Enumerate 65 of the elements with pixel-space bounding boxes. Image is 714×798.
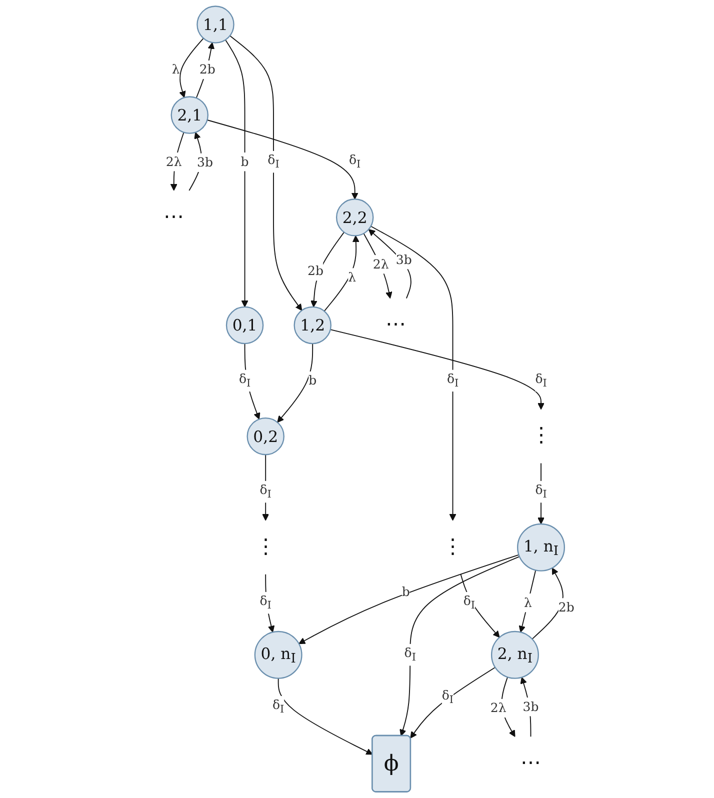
arrow [518,570,536,633]
node-circle: 0,1 [225,306,264,344]
node-text: ⋯ [163,205,184,229]
edge-label: δ$_{I}$ [272,697,284,716]
edge-label: 2λ [165,154,182,169]
node-circle: 1,2 [293,306,332,344]
arrow [195,42,214,98]
arrow [276,343,313,423]
arrow [206,120,358,200]
edge-label: b [308,372,316,388]
edge-label: δ$_{I}$ [348,152,360,171]
arrow [460,574,500,638]
edge-label: δ$_{I}$ [446,371,458,390]
edge-label: δ$_{I}$ [534,482,546,501]
edge-label: 2λ [490,700,506,716]
edge-label: 2λ [372,256,388,272]
node-circle: 0,2 [246,417,284,456]
edge-label: δ$_{I}$ [267,152,279,171]
edge-label: λ [524,595,532,610]
edge-label: λ [348,270,356,285]
arrow [399,556,520,736]
node-circle: 1,1 [196,6,234,44]
node-circle: 1, n$_{I}$ [516,523,565,572]
arrow [178,38,204,98]
node-text: ⋮ [442,535,462,559]
edge-label: b [240,154,248,169]
edge-label: δ$_{I}$ [259,482,271,501]
node-circle: 2, n$_{I}$ [490,630,539,679]
arrow [370,226,456,521]
edge-label: λ [171,62,180,77]
arrow [224,39,248,308]
node-text: ⋮ [255,535,276,559]
edge-label: 2b [558,600,574,614]
node-circle: 0, n$_{I}$ [254,630,302,679]
edge-label: 3b [522,699,538,714]
arrow [229,35,302,311]
edge-label: 2b [307,264,324,278]
edge-label: δ$_{I}$ [404,645,416,664]
arrow [298,554,519,644]
node-circle: 2,2 [336,198,374,236]
node-text: ⋯ [385,313,406,337]
node-text: ⋯ [520,752,540,775]
arrow [368,229,411,299]
arrow [277,678,372,755]
edge-label: 3b [196,154,213,170]
node-text: ⋮ [530,424,551,448]
edge-label: 2b [198,62,215,77]
arrow [310,232,344,308]
edge-label: δ$_{I}$ [259,593,271,612]
arrow [500,676,515,737]
arrow [329,329,544,410]
arrow [362,232,392,299]
edge-label: δ$_{I}$ [534,371,546,390]
arrow [531,568,563,640]
edge-label: 3b [395,252,412,267]
arrow [244,343,260,420]
arrow [170,132,184,191]
edge-label: δ$_{I}$ [462,593,475,612]
arrow [188,132,202,191]
edge-label: b [401,584,410,600]
arrow [410,666,496,738]
edge-label: δ$_{I}$ [441,688,454,706]
arrow [323,235,359,312]
edge-label: δ$_{I}$ [238,371,250,390]
node-circle: 2,1 [170,96,208,134]
